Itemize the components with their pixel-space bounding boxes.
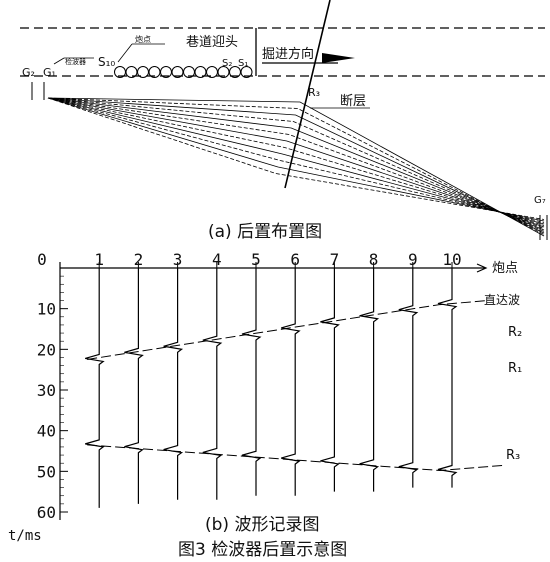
x-tick-label: 10 [442, 250, 461, 269]
trace [320, 268, 340, 492]
trace [85, 268, 105, 508]
trace [241, 268, 262, 496]
y-tick-label: 50 [37, 462, 56, 481]
trace [163, 268, 184, 500]
x-axis-ticks: 0 1 2 3 4 5 6 7 8 9 10 [37, 250, 461, 269]
ray-path [47, 97, 545, 228]
trace [359, 268, 380, 492]
ray-path [47, 97, 545, 225]
ray-path [47, 97, 545, 229]
y-tick-label: 40 [37, 422, 56, 441]
ray-path [47, 97, 545, 226]
y-tick-label: 30 [37, 381, 56, 400]
receiver-label-g7: G₇ [534, 195, 546, 206]
direct-wave-event-line [87, 300, 489, 360]
ray-path [47, 97, 545, 223]
ray-path [47, 97, 545, 235]
y-axis-label: t/ms [8, 528, 42, 544]
tunnel-head-label: 巷道迎头 [186, 35, 238, 50]
reflection-label-r3: R₃ [506, 448, 520, 463]
fault-label: 断层 [340, 94, 366, 109]
wave-events [87, 300, 506, 471]
y-tick-label: 20 [37, 340, 56, 359]
trace [124, 268, 144, 504]
shot-label-far: S₁₀ [98, 55, 115, 69]
shot-point-circle [206, 66, 218, 78]
ray-path [47, 97, 545, 237]
y-axis-minor-ticks [60, 275, 64, 505]
y-tick-label: 10 [37, 300, 56, 319]
figure-caption: 图3 检波器后置示意图 [178, 540, 347, 560]
geophone-label: 检波器 [65, 57, 86, 66]
geophone-leader [53, 57, 65, 65]
top-axis-arrow [476, 263, 488, 273]
caption-a: (a) 后置布置图 [208, 222, 322, 242]
advance-direction-label: 掘进方向 [262, 46, 314, 62]
y-tick-label: 60 [37, 503, 56, 522]
seismic-traces [85, 268, 458, 508]
reflection-point-label: R₃ [308, 86, 320, 99]
x-tick-label: 2 [134, 250, 144, 269]
ray-path [47, 97, 545, 232]
x-tick-label: 0 [37, 250, 47, 269]
y-axis-ticks: 10 20 30 40 50 60 [37, 300, 68, 522]
trace [202, 268, 223, 500]
x-tick-label: 3 [173, 250, 183, 269]
ray-path [47, 97, 545, 231]
reflection-label-r2: R₂ [508, 325, 522, 340]
x-tick-label: 7 [330, 250, 340, 269]
shot-label-near2: S₂ [222, 58, 232, 69]
shot-label-near: S₁ [238, 58, 248, 69]
receiver-label-g2: G₂ [22, 66, 35, 79]
direct-wave-label: 直达波 [484, 293, 520, 307]
waveform-record: 0 1 2 3 4 5 6 7 8 9 10 10 20 30 40 50 60 炮点 t/ms 直达波 R₂… [8, 250, 522, 544]
ray-path [47, 97, 545, 222]
shot-point-label: 炮点 [135, 34, 151, 44]
shot-points [114, 66, 253, 78]
ray-paths [47, 97, 545, 237]
shot-point-circle [240, 66, 253, 78]
x-tick-label: 6 [290, 250, 300, 269]
ray-path [47, 97, 545, 234]
x-axis-label: 炮点 [492, 261, 518, 276]
receiver-label-g1: G₁ [43, 66, 56, 79]
caption-b: (b) 波形记录图 [205, 515, 319, 535]
layout-diagram: 巷道迎头 掘进方向 S₁₀ S₂ S₁ 炮点 G₂ G₁ 检波器 R₃ 断层 G… [20, 0, 548, 242]
shot-point-circle [137, 66, 149, 78]
trace [398, 268, 419, 488]
trace [281, 268, 301, 496]
shot-point-circle [125, 66, 138, 78]
x-tick-label: 8 [369, 250, 379, 269]
shot-point-circle [194, 66, 207, 78]
x-tick-label: 4 [212, 250, 222, 269]
shot-point-leader [117, 43, 133, 63]
ray-path [47, 97, 545, 220]
fault-line [284, 0, 331, 189]
x-tick-label: 9 [408, 250, 418, 269]
trace [437, 268, 458, 488]
advance-arrow-head [322, 53, 355, 63]
x-tick-label: 1 [94, 250, 104, 269]
reflection-r3-event-line [87, 444, 506, 471]
x-tick-label: 5 [251, 250, 261, 269]
reflection-label-r1: R₁ [508, 361, 522, 376]
